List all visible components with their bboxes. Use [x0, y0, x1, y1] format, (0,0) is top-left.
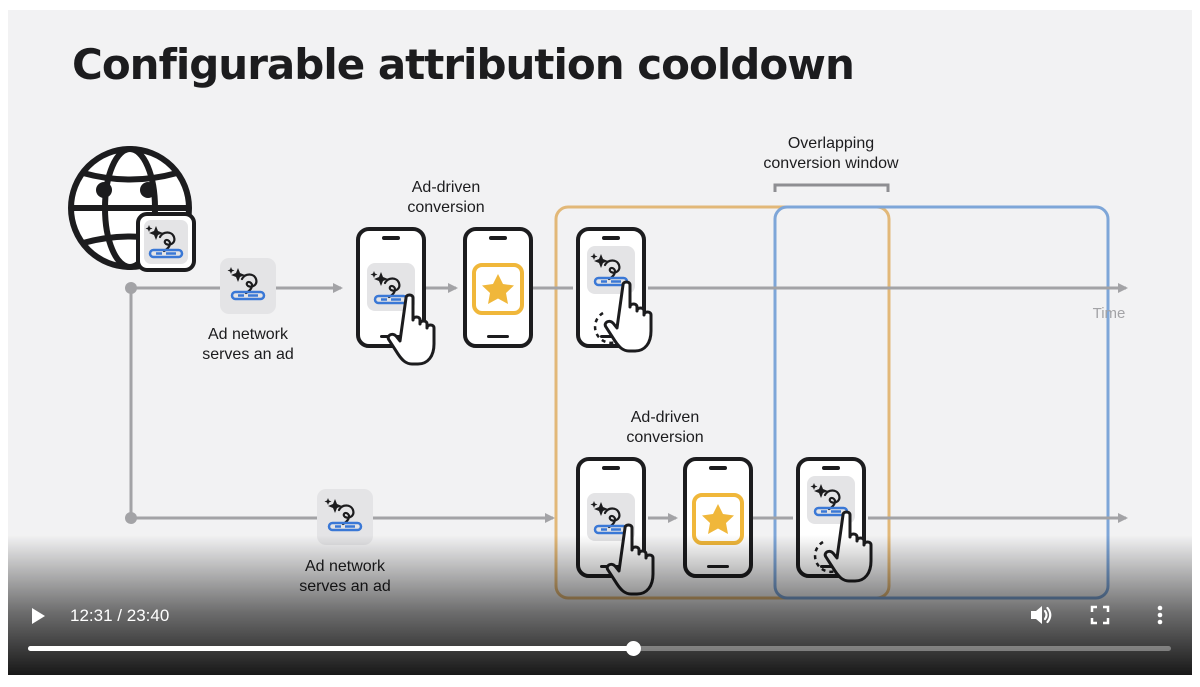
phone-icon [463, 227, 533, 348]
phone-icon [356, 227, 436, 366]
phone-icon [796, 457, 873, 583]
phone-icon [576, 227, 653, 353]
conversion-label-bottom: Ad-driven conversion [626, 409, 704, 446]
phone-icon [683, 457, 753, 578]
attribution-diagram [68, 146, 1128, 600]
volume-button[interactable] [1028, 602, 1054, 628]
ad-network-label-top: Ad network serves an ad [202, 326, 294, 363]
video-frame[interactable]: Configurable attribution cooldown [8, 10, 1192, 675]
more-options-button[interactable] [1150, 603, 1170, 627]
progress-fill [28, 646, 633, 651]
fullscreen-icon [1090, 605, 1110, 625]
fullscreen-button[interactable] [1088, 603, 1112, 627]
progress-scrubber[interactable] [625, 641, 641, 656]
duration: 23:40 [126, 606, 170, 625]
star-app-icon [692, 493, 744, 545]
conversion-label-top: Ad-driven conversion [407, 179, 485, 216]
phone-icon [576, 457, 655, 596]
star-app-icon [472, 263, 524, 315]
volume-icon [1031, 606, 1052, 624]
current-time: 12:31 [70, 606, 113, 625]
ad-app-icon [317, 489, 373, 545]
ad-network-label-bottom: Ad network serves an ad [299, 558, 391, 595]
time-separator: / [117, 606, 123, 625]
ad-app-icon [220, 258, 276, 314]
overlap-bracket [773, 183, 890, 192]
time-display: 12:31 / 23:40 [70, 606, 169, 626]
time-axis-label: Time [1092, 305, 1126, 322]
play-icon [32, 608, 45, 624]
progress-bar[interactable] [28, 641, 1171, 656]
overlap-window-label: Overlapping conversion window [763, 135, 899, 172]
more-vertical-icon [1157, 605, 1163, 625]
ad-app-icon [136, 212, 196, 272]
slide-title: Configurable attribution cooldown [72, 40, 855, 89]
play-button[interactable] [26, 604, 50, 628]
